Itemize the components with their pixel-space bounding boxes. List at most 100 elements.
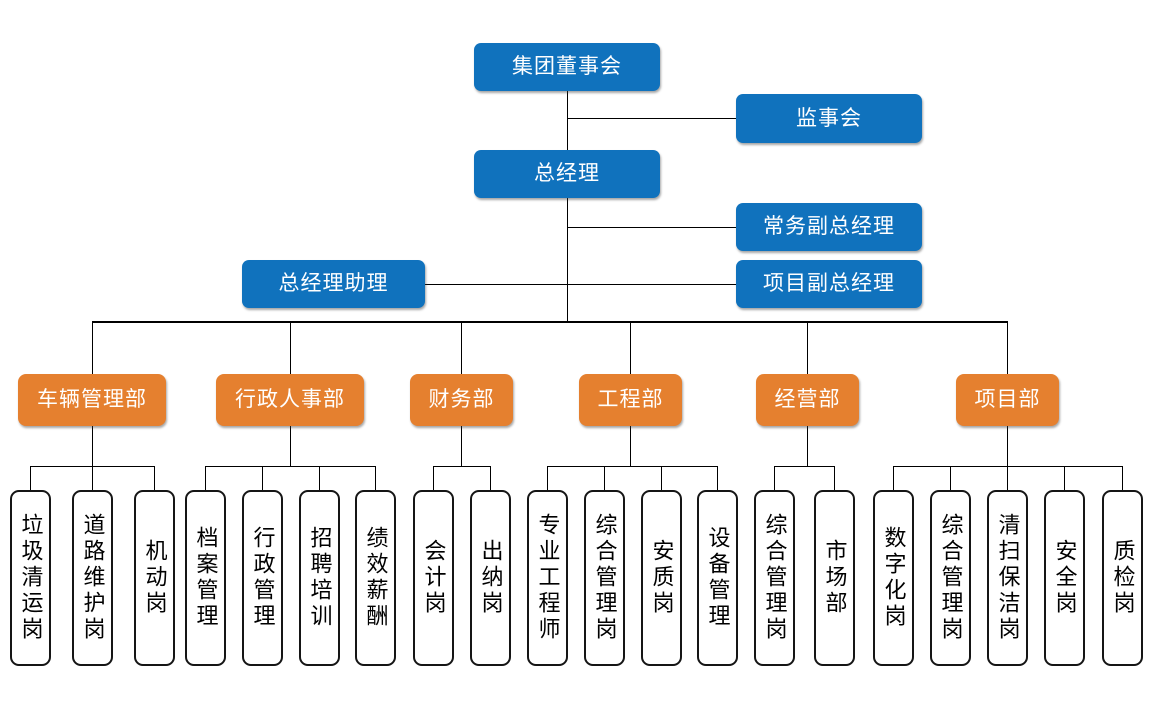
connector-drop-role-3-2 bbox=[490, 466, 491, 491]
connector-board-to-gm bbox=[567, 91, 568, 150]
node-department-4-label: 工程部 bbox=[597, 388, 664, 412]
node-department-5[interactable]: 经营部 bbox=[756, 374, 859, 426]
connector-gm-to-bus bbox=[567, 198, 568, 322]
connector-stem-dept-4 bbox=[630, 426, 631, 466]
node-role-4-1-label: 专业工程师 bbox=[535, 513, 561, 643]
node-executive-deputy-gm[interactable]: 常务副总经理 bbox=[736, 203, 922, 251]
node-role-2-2-label: 行政管理 bbox=[250, 526, 276, 630]
node-board[interactable]: 集团董事会 bbox=[474, 43, 660, 91]
connector-gm-to-project-deputy bbox=[567, 284, 736, 285]
node-role-6-3-label: 清扫保洁岗 bbox=[995, 513, 1021, 643]
node-role-6-5-label: 质检岗 bbox=[1110, 539, 1136, 617]
node-department-3-label: 财务部 bbox=[428, 388, 495, 412]
node-role-6-1[interactable]: 数字化岗 bbox=[873, 490, 914, 666]
node-role-5-2[interactable]: 市场部 bbox=[814, 490, 855, 666]
node-role-1-3-label: 机动岗 bbox=[142, 539, 168, 617]
connector-drop-role-3-1 bbox=[433, 466, 434, 491]
node-role-5-1-label: 综合管理岗 bbox=[762, 513, 788, 643]
connector-drop-role-6-2 bbox=[950, 466, 951, 491]
connector-drop-role-2-3 bbox=[319, 466, 320, 491]
connector-drop-role-4-2 bbox=[604, 466, 605, 491]
node-department-3[interactable]: 财务部 bbox=[410, 374, 513, 426]
connector-drop-dept-2 bbox=[290, 321, 291, 374]
connector-bus-dept-4 bbox=[547, 466, 717, 467]
node-gm-assistant-label: 总经理助理 bbox=[278, 272, 389, 296]
connector-drop-dept-1 bbox=[92, 321, 93, 374]
node-role-6-4[interactable]: 安全岗 bbox=[1044, 490, 1085, 666]
node-board-label: 集团董事会 bbox=[512, 55, 622, 79]
node-role-4-4-label: 设备管理 bbox=[705, 526, 731, 630]
connector-gm-assistant bbox=[425, 284, 567, 285]
node-department-1-label: 车辆管理部 bbox=[37, 388, 147, 412]
node-role-4-2[interactable]: 综合管理岗 bbox=[584, 490, 625, 666]
node-role-2-2[interactable]: 行政管理 bbox=[242, 490, 283, 666]
connector-drop-role-6-1 bbox=[893, 466, 894, 491]
connector-stem-dept-2 bbox=[290, 426, 291, 466]
node-role-3-2-label: 出纳岗 bbox=[478, 539, 504, 617]
connector-drop-role-4-3 bbox=[661, 466, 662, 491]
node-role-1-2[interactable]: 道路维护岗 bbox=[72, 490, 113, 666]
connector-stem-dept-1 bbox=[92, 426, 93, 466]
node-role-2-4[interactable]: 绩效薪酬 bbox=[355, 490, 396, 666]
node-role-3-1-label: 会计岗 bbox=[421, 539, 447, 617]
node-supervisory-board[interactable]: 监事会 bbox=[736, 94, 922, 143]
node-project-deputy-gm[interactable]: 项目副总经理 bbox=[736, 260, 922, 308]
node-role-1-2-label: 道路维护岗 bbox=[80, 513, 106, 643]
connector-drop-role-6-4 bbox=[1064, 466, 1065, 491]
connector-board-to-supervisory bbox=[567, 118, 736, 119]
connector-drop-role-2-2 bbox=[262, 466, 263, 491]
connector-drop-role-4-4 bbox=[717, 466, 718, 491]
connector-drop-dept-3 bbox=[461, 321, 462, 374]
connector-bus-dept-5 bbox=[774, 466, 834, 467]
node-supervisory-board-label: 监事会 bbox=[796, 106, 862, 130]
node-role-1-3[interactable]: 机动岗 bbox=[134, 490, 175, 666]
node-role-1-1[interactable]: 垃圾清运岗 bbox=[10, 490, 51, 666]
node-general-manager[interactable]: 总经理 bbox=[474, 150, 660, 198]
node-role-4-3-label: 安质岗 bbox=[649, 539, 675, 617]
node-role-2-1-label: 档案管理 bbox=[193, 526, 219, 630]
node-role-6-1-label: 数字化岗 bbox=[881, 526, 907, 630]
connector-drop-role-1-1 bbox=[30, 466, 31, 491]
node-general-manager-label: 总经理 bbox=[534, 162, 600, 186]
connector-stem-dept-3 bbox=[461, 426, 462, 466]
node-role-5-1[interactable]: 综合管理岗 bbox=[754, 490, 795, 666]
node-role-2-4-label: 绩效薪酬 bbox=[363, 526, 389, 630]
node-role-3-1[interactable]: 会计岗 bbox=[413, 490, 454, 666]
node-role-5-2-label: 市场部 bbox=[822, 539, 848, 617]
connector-department-bus bbox=[92, 321, 1008, 323]
node-role-6-3[interactable]: 清扫保洁岗 bbox=[987, 490, 1028, 666]
node-department-6-label: 项目部 bbox=[974, 388, 1041, 412]
connector-drop-role-1-2 bbox=[92, 466, 93, 491]
connector-drop-role-2-4 bbox=[375, 466, 376, 491]
node-role-2-3[interactable]: 招聘培训 bbox=[299, 490, 340, 666]
node-role-6-4-label: 安全岗 bbox=[1052, 539, 1078, 617]
node-gm-assistant[interactable]: 总经理助理 bbox=[242, 260, 425, 308]
node-department-6[interactable]: 项目部 bbox=[956, 374, 1059, 426]
connector-drop-role-1-3 bbox=[154, 466, 155, 491]
connector-drop-role-4-1 bbox=[547, 466, 548, 491]
node-role-6-5[interactable]: 质检岗 bbox=[1102, 490, 1143, 666]
node-executive-deputy-gm-label: 常务副总经理 bbox=[763, 215, 895, 239]
node-role-3-2[interactable]: 出纳岗 bbox=[470, 490, 511, 666]
node-role-2-1[interactable]: 档案管理 bbox=[185, 490, 226, 666]
connector-gm-to-exec-deputy bbox=[567, 227, 736, 228]
node-department-4[interactable]: 工程部 bbox=[579, 374, 682, 426]
node-department-1[interactable]: 车辆管理部 bbox=[18, 374, 166, 426]
node-department-2-label: 行政人事部 bbox=[235, 388, 345, 412]
node-role-4-1[interactable]: 专业工程师 bbox=[527, 490, 568, 666]
node-role-4-2-label: 综合管理岗 bbox=[592, 513, 618, 643]
connector-drop-role-5-1 bbox=[774, 466, 775, 491]
connector-bus-dept-2 bbox=[205, 466, 375, 467]
node-department-2[interactable]: 行政人事部 bbox=[216, 374, 364, 426]
node-role-2-3-label: 招聘培训 bbox=[307, 526, 333, 630]
connector-drop-dept-5 bbox=[807, 321, 808, 374]
connector-stem-dept-5 bbox=[807, 426, 808, 466]
connector-drop-role-6-5 bbox=[1122, 466, 1123, 491]
node-role-1-1-label: 垃圾清运岗 bbox=[18, 513, 44, 643]
node-project-deputy-gm-label: 项目副总经理 bbox=[763, 272, 895, 296]
node-role-4-4[interactable]: 设备管理 bbox=[697, 490, 738, 666]
node-role-4-3[interactable]: 安质岗 bbox=[641, 490, 682, 666]
node-role-6-2-label: 综合管理岗 bbox=[938, 513, 964, 643]
node-role-6-2[interactable]: 综合管理岗 bbox=[930, 490, 971, 666]
